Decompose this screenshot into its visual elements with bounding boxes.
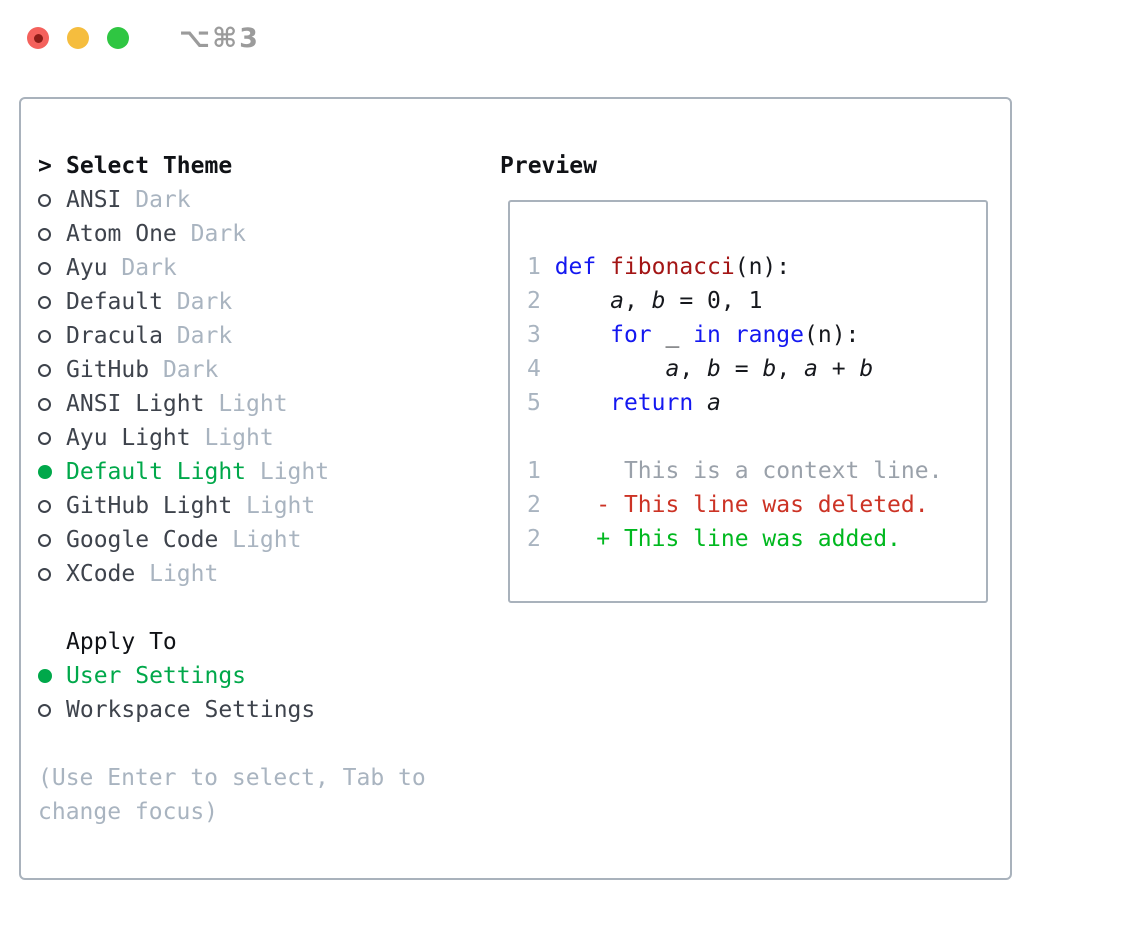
preview-header: Preview	[500, 153, 597, 179]
preview-code-line: 4 a, b = b, a + b	[527, 356, 874, 382]
option-variant-label: Light	[218, 527, 302, 553]
theme-option[interactable]: Default Dark	[38, 285, 478, 319]
preview-code-line: 3 for _ in range(n):	[527, 322, 860, 348]
option-variant-label: Dark	[162, 289, 233, 315]
option-label: User Settings	[66, 663, 247, 689]
minimize-button[interactable]	[67, 27, 89, 49]
help-text: (Use Enter to select, Tab to change focu…	[38, 765, 426, 825]
option-label: Default Light	[66, 459, 247, 485]
spacer	[38, 727, 478, 761]
option-label: XCode	[66, 561, 136, 587]
radio-icon	[38, 227, 51, 241]
preview-box: 1 def fibonacci(n): 2 a, b = 0, 1 3 for _ …	[508, 200, 988, 603]
preview-code-line: 1 def fibonacci(n):	[527, 254, 791, 280]
radio-icon	[38, 329, 51, 343]
theme-option[interactable]: Google Code Light	[38, 523, 478, 557]
option-label: Ayu Light	[66, 425, 191, 451]
preview-code-line: 2 - This line was deleted.	[527, 492, 929, 518]
window-shortcut-label: ⌥⌘3	[179, 22, 260, 54]
preview-code-line: 2 + This line was added.	[527, 526, 901, 552]
option-label: ANSI Light	[66, 391, 205, 417]
option-label: ANSI	[66, 187, 122, 213]
theme-option[interactable]: Ayu Dark	[38, 251, 478, 285]
unsaved-indicator-icon	[33, 33, 43, 43]
titlebar: ⌥⌘3	[0, 0, 1140, 76]
apply-to-header-row: Apply To	[38, 625, 478, 659]
select-theme-header-row: > Select Theme	[38, 149, 478, 183]
zoom-button[interactable]	[107, 27, 129, 49]
option-variant-label: Light	[204, 391, 288, 417]
theme-option[interactable]: GitHub Dark	[38, 353, 478, 387]
theme-option[interactable]: Atom One Dark	[38, 217, 478, 251]
option-label: Dracula	[66, 323, 163, 349]
theme-option[interactable]: ANSI Dark	[38, 183, 478, 217]
option-variant-label: Dark	[107, 255, 177, 281]
apply-to-option[interactable]: Workspace Settings	[38, 693, 478, 727]
option-variant-label: Dark	[176, 221, 247, 247]
spacer	[38, 591, 478, 625]
radio-icon	[38, 193, 51, 207]
radio-icon	[38, 567, 51, 581]
radio-selected-icon	[38, 669, 52, 683]
preview-code-block: 1 def fibonacci(n): 2 a, b = 0, 1 3 for _ …	[510, 202, 986, 556]
preview-code-line: 5 return a	[527, 390, 721, 416]
radio-icon	[38, 397, 51, 411]
option-variant-label: Dark	[162, 323, 233, 349]
option-label: GitHub Light	[66, 493, 233, 519]
radio-selected-icon	[38, 465, 52, 479]
radio-icon	[38, 363, 51, 377]
preview-code-line: 2 a, b = 0, 1	[527, 288, 763, 314]
option-variant-label: Light	[135, 561, 219, 587]
selection-caret-icon: >	[38, 153, 52, 179]
theme-option[interactable]: XCode Light	[38, 557, 478, 591]
option-variant-label: Light	[190, 425, 274, 451]
preview-code-line: 1 This is a context line.	[527, 458, 943, 484]
radio-icon	[38, 431, 51, 445]
option-label: GitHub	[66, 357, 150, 383]
radio-icon	[38, 295, 51, 309]
radio-icon	[38, 261, 51, 275]
option-label: Google Code	[66, 527, 219, 553]
apply-to-option[interactable]: User Settings	[38, 659, 478, 693]
preview-code-line	[527, 420, 986, 454]
theme-option[interactable]: Dracula Dark	[38, 319, 478, 353]
theme-option[interactable]: Default Light Light	[38, 455, 478, 489]
option-label: Atom One	[66, 221, 177, 247]
theme-option[interactable]: ANSI Light Light	[38, 387, 478, 421]
theme-option[interactable]: GitHub Light Light	[38, 489, 478, 523]
radio-icon	[38, 533, 51, 547]
option-label: Ayu	[66, 255, 108, 281]
option-variant-label: Dark	[149, 357, 219, 383]
radio-icon	[38, 499, 51, 513]
close-button[interactable]	[27, 27, 49, 49]
option-variant-label: Light	[246, 459, 330, 485]
select-theme-header: Select Theme	[66, 153, 233, 179]
apply-to-header: Apply To	[66, 629, 177, 655]
option-label: Workspace Settings	[66, 697, 316, 723]
theme-option[interactable]: Ayu Light Light	[38, 421, 478, 455]
option-variant-label: Light	[232, 493, 316, 519]
option-variant-label: Dark	[121, 187, 191, 213]
option-label: Default	[66, 289, 163, 315]
radio-icon	[38, 703, 51, 717]
